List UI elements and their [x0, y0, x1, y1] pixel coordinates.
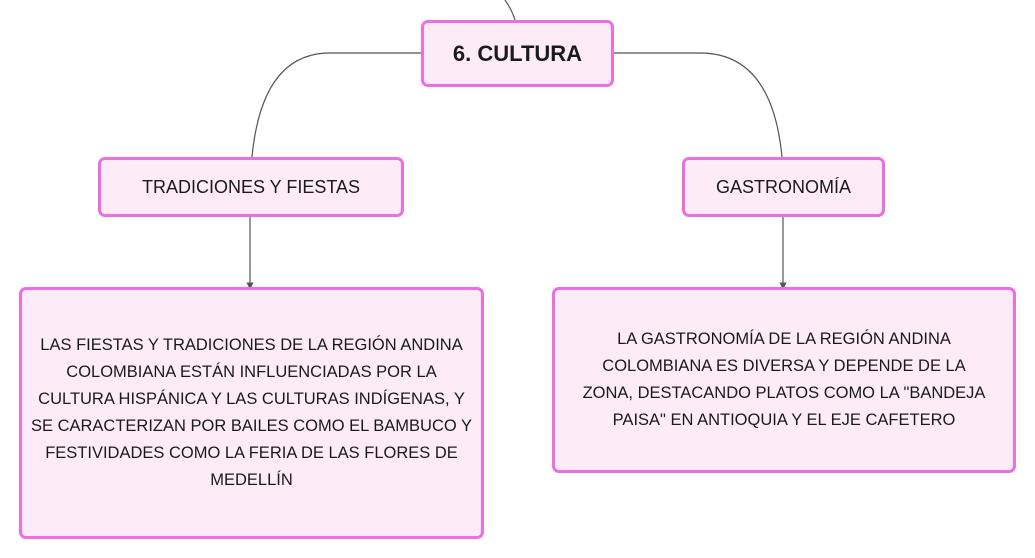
detail-node-text: LA GASTRONOMÍA DE LA REGIÓN ANDINA COLOM…: [582, 330, 986, 429]
topic-node-label: GASTRONOMÍA: [715, 176, 851, 197]
detail-node-text: LAS FIESTAS Y TRADICIONES DE LA REGIÓN A…: [30, 336, 472, 489]
topic-node-tradiciones[interactable]: TRADICIONES Y FIESTAS: [98, 157, 404, 217]
root-node-label: 6. CULTURA: [452, 40, 583, 66]
connector-root-to-gastronomia: [613, 52, 783, 158]
topic-node-label: TRADICIONES Y FIESTAS: [141, 176, 361, 197]
connector-to-parent: [504, 0, 516, 21]
connector-root-to-tradiciones: [251, 52, 421, 158]
detail-node-tradiciones[interactable]: LAS FIESTAS Y TRADICIONES DE LA REGIÓN A…: [19, 287, 484, 539]
detail-node-gastronomia[interactable]: LA GASTRONOMÍA DE LA REGIÓN ANDINA COLOM…: [552, 287, 1016, 473]
topic-node-gastronomia[interactable]: GASTRONOMÍA: [682, 157, 885, 217]
root-node[interactable]: 6. CULTURA: [421, 20, 614, 87]
